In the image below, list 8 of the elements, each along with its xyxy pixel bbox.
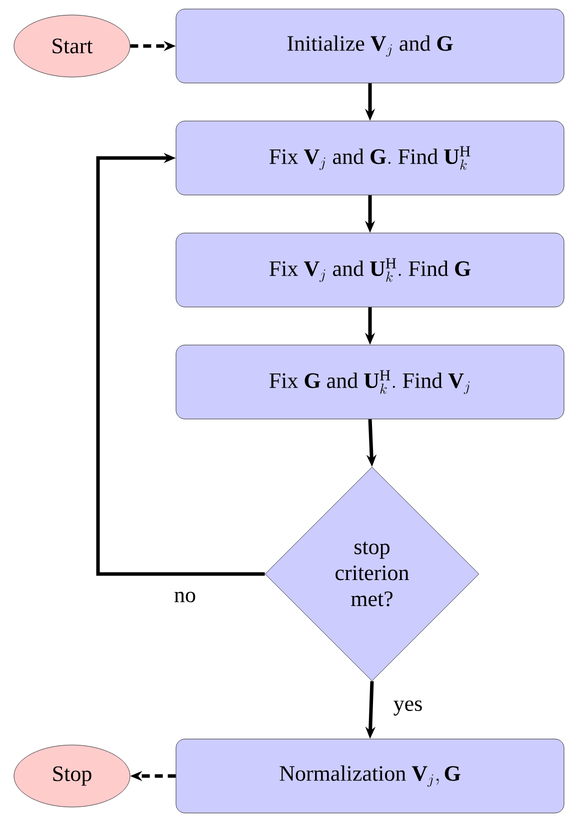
process-box: $\text{Fix } \mathbf{V}_j \text{ and } \mathbf{U}_k^{\mathrm{H}}.\ \text{Find } \mathbf{G}$ [176,232,564,308]
edge-label: no [173,590,197,604]
edge-label: yes [392,699,424,717]
process-box: $\text{Normalization } \mathbf{V}_j, \mathbf{G}$ [176,738,564,814]
process-box: $\text{Fix } \mathbf{G} \text{ and } \mathbf{U}_k^{\mathrm{H}}.\ \text{Find } \mathbf{V}_j$ [176,344,564,420]
process-box: $\text{Initialize } \mathbf{V}_j \text{ and } \mathbf{G}$ [176,8,564,84]
arrow [96,152,265,576]
process-box: $\text{Fix } \mathbf{V}_j \text{ and } \mathbf{G}.\ \text{Find } \mathbf{U}_k^{\mathrm{H}}$ [176,120,564,196]
